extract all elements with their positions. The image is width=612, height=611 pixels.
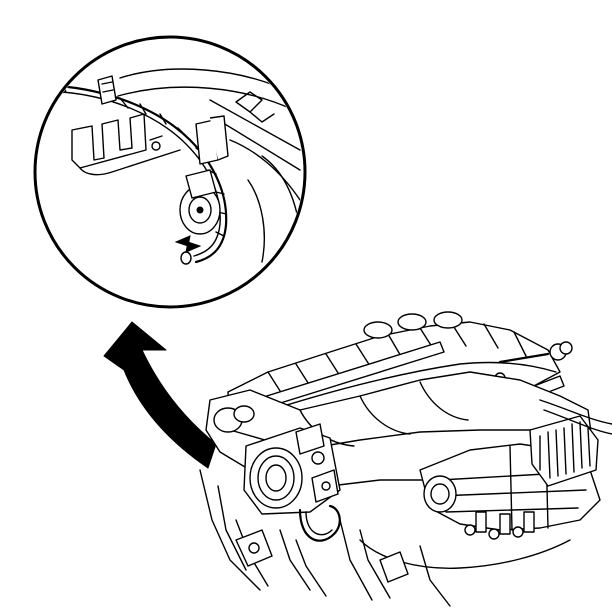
throttle-body bbox=[243, 423, 341, 515]
engine-assembly bbox=[199, 311, 612, 607]
detail-hose-end bbox=[180, 251, 192, 265]
callout-arrow bbox=[103, 321, 217, 469]
engine-block bbox=[199, 469, 451, 607]
detail-direction-arrows bbox=[174, 235, 202, 253]
throttle-hose bbox=[298, 504, 341, 542]
detail-mount-block bbox=[195, 115, 229, 165]
detail-clip bbox=[97, 75, 117, 105]
lower-lines bbox=[359, 399, 612, 569]
detail-circle bbox=[33, 35, 307, 309]
detail-throttle-sensor bbox=[149, 135, 221, 235]
detail-bracket bbox=[71, 113, 181, 176]
coil-pack bbox=[529, 415, 599, 487]
